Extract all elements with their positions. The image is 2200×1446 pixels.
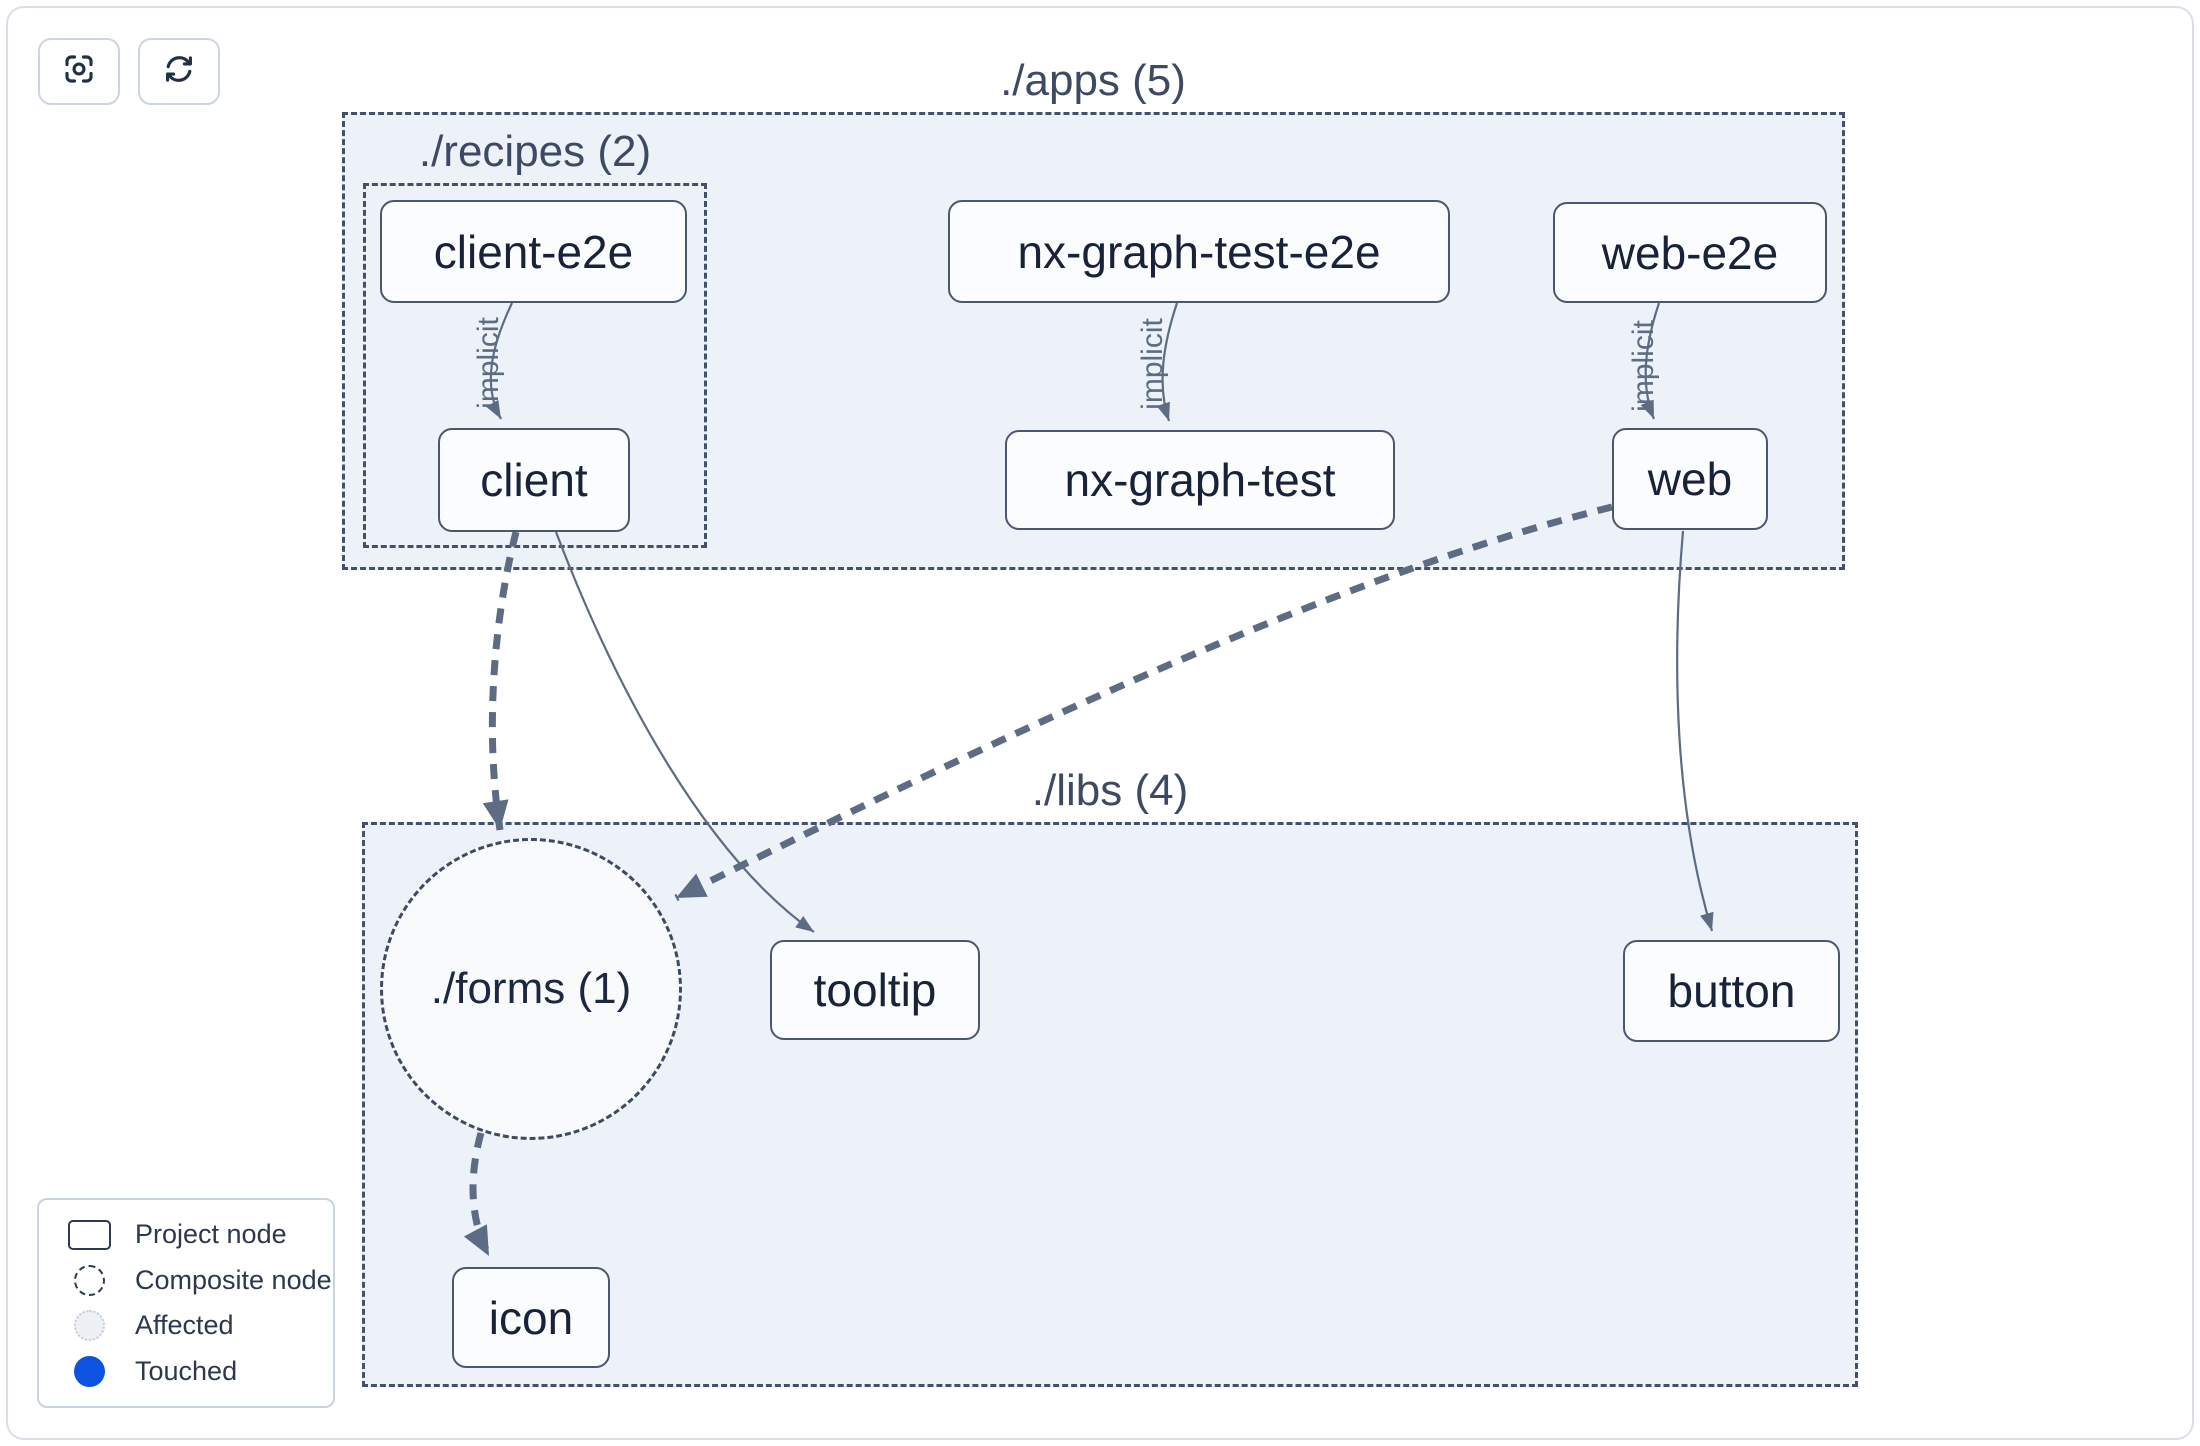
- affected-swatch: [73, 1310, 105, 1342]
- node-icon[interactable]: icon: [452, 1267, 610, 1368]
- graph-canvas[interactable]: ./apps (5) ./recipes (2) ./libs (4) ./fo…: [8, 8, 2192, 1438]
- group-recipes: [363, 183, 707, 548]
- group-label-recipes: ./recipes (2): [418, 127, 652, 176]
- node-nx-graph-test-e2e[interactable]: nx-graph-test-e2e: [948, 200, 1450, 303]
- legend: Project node Composite node Affected Tou…: [37, 1198, 335, 1408]
- node-nx-graph-test[interactable]: nx-graph-test: [1005, 430, 1395, 530]
- refresh-graph-button[interactable]: [138, 38, 220, 105]
- edge-client-to-forms: [482, 531, 520, 831]
- composite-node-forms[interactable]: ./forms (1): [380, 838, 682, 1140]
- edge-label-implicit: implicit: [1136, 318, 1169, 410]
- node-client-e2e[interactable]: client-e2e: [380, 200, 687, 303]
- legend-item-touched: Touched: [65, 1350, 333, 1392]
- edge-label-implicit: implicit: [472, 317, 505, 409]
- touched-swatch: [73, 1355, 105, 1387]
- node-web[interactable]: web: [1612, 428, 1768, 530]
- legend-item-project-node: Project node: [65, 1214, 333, 1256]
- crosshair-focus-icon: [61, 51, 97, 92]
- group-label-libs: ./libs (4): [1031, 766, 1189, 815]
- graph-viewport: ./apps (5) ./recipes (2) ./libs (4) ./fo…: [6, 6, 2194, 1440]
- node-web-e2e[interactable]: web-e2e: [1553, 202, 1827, 303]
- group-label-apps: ./apps (5): [1000, 56, 1186, 105]
- legend-label: Composite node: [135, 1264, 332, 1295]
- edge-label-implicit: implicit: [1627, 320, 1660, 412]
- project-node-swatch: [67, 1219, 111, 1250]
- legend-label: Affected: [135, 1310, 234, 1341]
- refresh-icon: [161, 51, 197, 92]
- node-client[interactable]: client: [438, 428, 630, 532]
- center-graph-button[interactable]: [38, 38, 120, 105]
- node-button[interactable]: button: [1623, 940, 1840, 1042]
- legend-label: Touched: [135, 1355, 238, 1386]
- legend-item-composite-node: Composite node: [65, 1259, 333, 1301]
- node-tooltip[interactable]: tooltip: [770, 940, 980, 1040]
- legend-label: Project node: [135, 1219, 287, 1250]
- legend-item-affected: Affected: [65, 1305, 333, 1347]
- composite-node-swatch: [73, 1264, 105, 1296]
